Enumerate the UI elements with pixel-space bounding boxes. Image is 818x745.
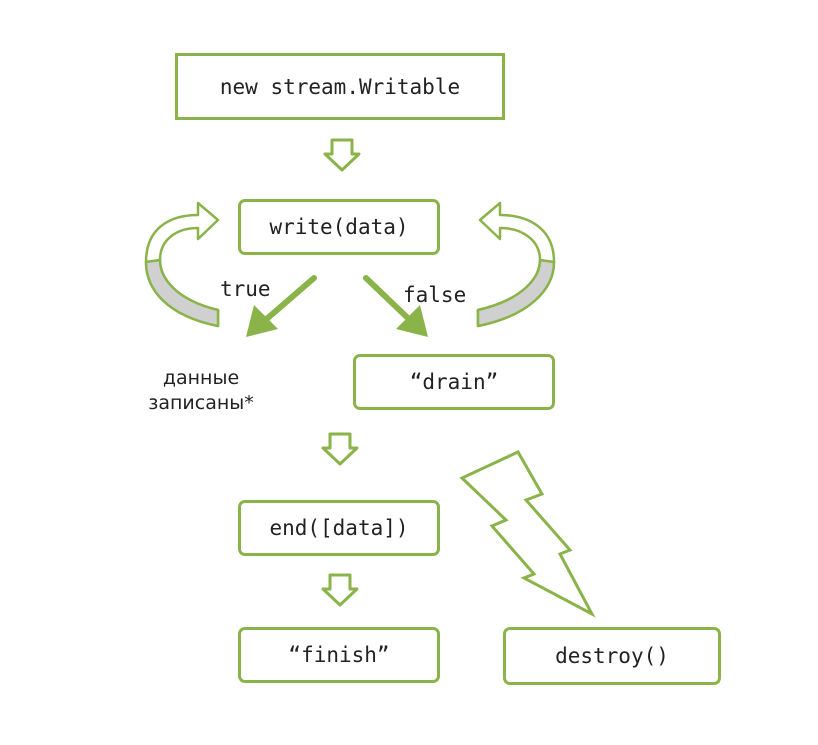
data-written-line-1: данные bbox=[162, 367, 240, 389]
node-drain: “drain” bbox=[353, 354, 555, 410]
node-constructor-label: new stream.Writable bbox=[219, 74, 461, 99]
node-write: write(data) bbox=[238, 199, 440, 255]
node-end-label: end([data]) bbox=[269, 516, 409, 540]
false-branch-arrow bbox=[363, 275, 428, 337]
data-written-line-2: записаны* bbox=[148, 392, 254, 414]
down-arrow-1 bbox=[323, 138, 361, 172]
true-branch-label: true bbox=[220, 277, 271, 301]
left-loop-arrow bbox=[144, 201, 220, 328]
down-arrow-2 bbox=[321, 432, 359, 466]
node-drain-label: “drain” bbox=[409, 370, 499, 394]
data-written-label: данные записаны* bbox=[126, 366, 276, 416]
true-branch-arrow bbox=[246, 275, 317, 337]
node-finish-label: “finish” bbox=[288, 643, 390, 667]
node-write-label: write(data) bbox=[269, 215, 409, 239]
node-finish: “finish” bbox=[238, 627, 440, 683]
false-branch-label: false bbox=[403, 283, 467, 307]
lightning-bolt-icon bbox=[459, 450, 596, 618]
down-arrow-3 bbox=[321, 573, 359, 607]
node-destroy: destroy() bbox=[503, 627, 721, 685]
node-constructor: new stream.Writable bbox=[175, 53, 505, 120]
node-end: end([data]) bbox=[238, 500, 440, 556]
right-loop-arrow bbox=[476, 201, 556, 328]
node-destroy-label: destroy() bbox=[555, 644, 669, 668]
